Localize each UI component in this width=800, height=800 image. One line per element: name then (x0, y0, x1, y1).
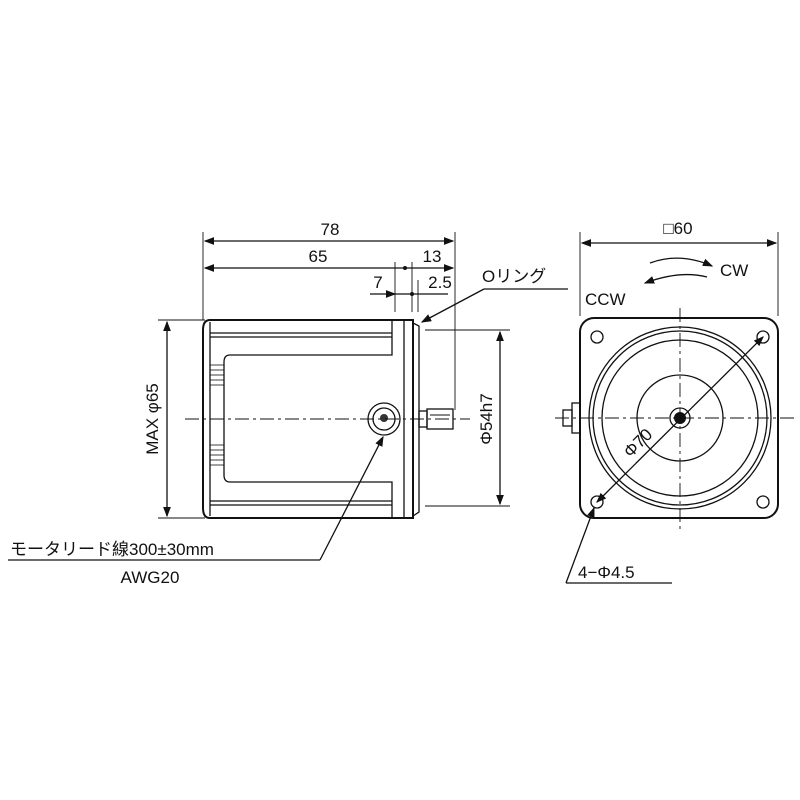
wire-gauge-label: AWG20 (121, 568, 180, 587)
dim-square-size: □60 (663, 219, 692, 238)
dim-overall-length: 78 (321, 220, 340, 239)
o-ring-label: Oリング (482, 267, 546, 286)
ccw-label: CCW (585, 290, 626, 309)
dim-pcd: Φ70 (620, 425, 656, 461)
dim-2-5: 2.5 (428, 273, 452, 292)
front-view: □60 CW CCW Φ70 4−Φ4.5 (555, 219, 795, 584)
dim-7: 7 (373, 273, 382, 292)
side-view: 78 65 13 7 2.5 Oリング (8, 220, 568, 587)
cw-label: CW (720, 261, 748, 280)
dim-max-diameter: MAX φ65 (143, 383, 162, 455)
mounting-hole-spec: 4−Φ4.5 (578, 563, 635, 582)
lead-wire-label: モータリード線300±30mm (10, 540, 214, 559)
dim-pilot-diameter: Φ54h7 (477, 393, 496, 444)
dim-body-length: 65 (309, 247, 328, 266)
dim-flange-length: 13 (423, 247, 442, 266)
